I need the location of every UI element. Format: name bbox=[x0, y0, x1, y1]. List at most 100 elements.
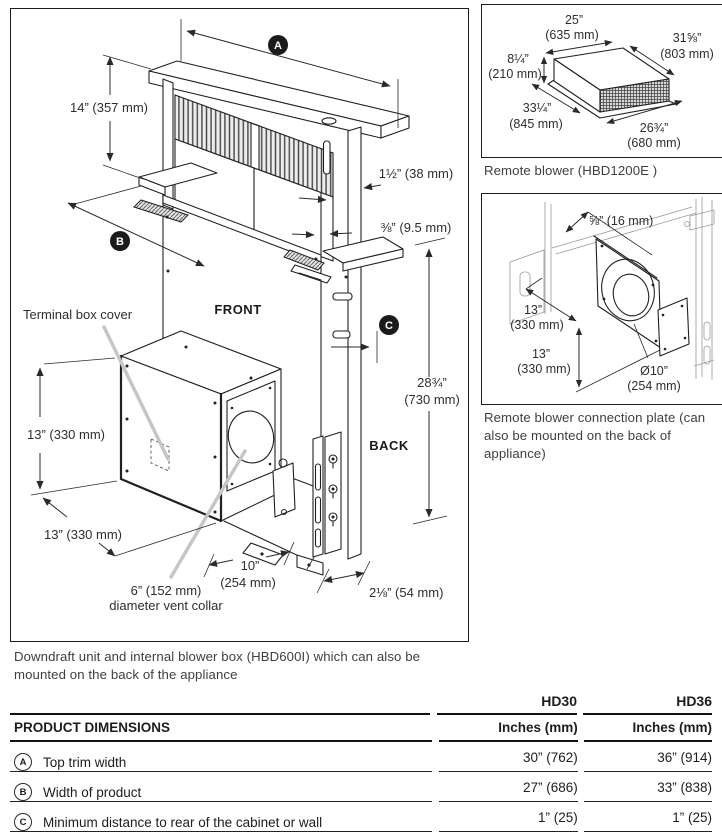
row-value-hd36: 33” (838) bbox=[583, 780, 712, 802]
downdraft-caption: Downdraft unit and internal blower box (… bbox=[14, 649, 421, 683]
svg-text:13”: 13” bbox=[524, 303, 542, 317]
junction-box bbox=[272, 458, 296, 518]
model-hd36: HD36 bbox=[583, 693, 712, 715]
callout-c: C bbox=[379, 315, 399, 335]
dim-10-label-1: 10” bbox=[241, 558, 260, 573]
connection-plate-caption: Remote blower connection plate (can also… bbox=[484, 410, 706, 462]
svg-text:Ø10”: Ø10” bbox=[640, 364, 668, 378]
downdraft-unit-figure: A 14” (357 mm) 1½” (38 mm) ⅜” (9.5 mm) B… bbox=[10, 8, 469, 642]
row-value-hd30: 27” (686) bbox=[438, 780, 578, 802]
remote-blower-figure: 25” (635 mm) 31⅝” (803 mm) 8¼” (210 mm) … bbox=[481, 4, 722, 158]
remote-blower-drawing: 25” (635 mm) 31⅝” (803 mm) 8¼” (210 mm) … bbox=[488, 13, 713, 150]
svg-text:(210 mm): (210 mm) bbox=[488, 67, 541, 81]
svg-text:8¼”: 8¼” bbox=[507, 52, 529, 66]
remote-blower-caption: Remote blower (HBD1200E ) bbox=[484, 163, 658, 178]
dim-13-depth-label: 13” (330 mm) bbox=[44, 527, 122, 542]
svg-text:A: A bbox=[274, 40, 282, 52]
svg-text:(254 mm): (254 mm) bbox=[627, 379, 680, 393]
dim-8-25in: 8¼” (210 mm) bbox=[488, 52, 548, 84]
connection-plate-drawing: ⅝” (16 mm) 13” (330 mm) 13” (330 mm) Ø10… bbox=[509, 197, 715, 393]
dim-hole: Ø10” (254 mm) bbox=[627, 323, 681, 393]
row-label: Width of product bbox=[43, 784, 142, 800]
dim-1-5-label: 1½” (38 mm) bbox=[379, 166, 453, 181]
callout-a: A bbox=[268, 35, 288, 55]
svg-text:(330 mm): (330 mm) bbox=[510, 318, 563, 332]
dim-28-75-label-1: 28¾” bbox=[417, 375, 447, 390]
right-bracket bbox=[283, 249, 325, 271]
dim-3-8in: ⅜” (9.5 mm) bbox=[291, 220, 452, 239]
dim-28-75in: 28¾” (730 mm) bbox=[404, 237, 460, 525]
terminal-box-leader bbox=[102, 325, 170, 461]
product-dimensions-table: HD30 HD36 PRODUCT DIMENSIONS Inches (mm)… bbox=[10, 690, 712, 832]
dim-26-75in: 26¾” (680 mm) bbox=[606, 99, 683, 150]
svg-text:26¾”: 26¾” bbox=[640, 121, 669, 135]
dim-2-125-label: 2⅛” (54 mm) bbox=[369, 585, 443, 600]
table-title: PRODUCT DIMENSIONS bbox=[10, 720, 432, 742]
svg-text:(680 mm): (680 mm) bbox=[627, 136, 680, 150]
vent-collar-label-2: diameter vent collar bbox=[109, 598, 223, 613]
dim-33-25in: 33¼” (845 mm) bbox=[509, 83, 581, 131]
blower-box-body bbox=[547, 47, 677, 119]
svg-text:B: B bbox=[116, 236, 124, 248]
row-mark-a: A bbox=[14, 753, 32, 771]
row-value-hd30: 1” (25) bbox=[438, 810, 578, 832]
dim-13-w: 13” (330 mm) bbox=[510, 277, 577, 332]
row-value-hd36: 36” (914) bbox=[583, 750, 712, 772]
dim-10in: 10” (254 mm) bbox=[203, 541, 295, 590]
dim-5-8in: ⅝” (16 mm) bbox=[565, 211, 654, 256]
table-row: C Minimum distance to rear of the cabine… bbox=[10, 802, 712, 832]
internal-blower-box bbox=[119, 330, 282, 523]
dim-b: B bbox=[67, 185, 205, 267]
dim-14-label: 14” (357 mm) bbox=[70, 100, 148, 115]
keyhole-bracket bbox=[324, 431, 342, 555]
dim-2-125in: 2⅛” (54 mm) bbox=[316, 560, 443, 600]
damper-slot bbox=[322, 140, 331, 175]
unit-header-hd30: Inches (mm) bbox=[438, 720, 578, 742]
dim-13-height: 13” (330 mm) bbox=[27, 357, 118, 496]
dim-c: C bbox=[331, 315, 399, 363]
svg-text:(803 mm): (803 mm) bbox=[660, 47, 713, 61]
vent-plate bbox=[226, 380, 276, 492]
dim-10-label-2: (254 mm) bbox=[220, 575, 276, 590]
terminal-box bbox=[150, 438, 170, 472]
back-label: BACK bbox=[369, 438, 409, 453]
model-hd30: HD30 bbox=[437, 693, 577, 715]
dim-a: A bbox=[180, 19, 399, 128]
model-header-row: HD30 HD36 bbox=[10, 690, 712, 715]
dim-28-75-label-2: (730 mm) bbox=[404, 392, 460, 407]
row-label: Minimum distance to rear of the cabinet … bbox=[43, 814, 323, 830]
svg-text:⅝” (16 mm): ⅝” (16 mm) bbox=[589, 214, 654, 228]
dim-25in: 25” (635 mm) bbox=[545, 13, 613, 55]
dim-13-height-label: 13” (330 mm) bbox=[27, 427, 105, 442]
svg-text:13”: 13” bbox=[532, 347, 550, 361]
svg-text:25”: 25” bbox=[565, 13, 583, 27]
side-channel bbox=[347, 126, 362, 560]
dim-3-8-label: ⅜” (9.5 mm) bbox=[381, 220, 452, 235]
svg-text:(845 mm): (845 mm) bbox=[509, 117, 562, 131]
svg-text:(635 mm): (635 mm) bbox=[545, 28, 598, 42]
connection-plate bbox=[593, 235, 690, 357]
svg-text:C: C bbox=[385, 320, 393, 332]
callout-b: B bbox=[110, 231, 130, 251]
row-mark-b: B bbox=[14, 783, 32, 801]
grille-divider bbox=[250, 122, 260, 171]
svg-text:33¼”: 33¼” bbox=[523, 101, 552, 115]
row-value-hd30: 30” (762) bbox=[438, 750, 578, 772]
svg-text:31⅝”: 31⅝” bbox=[673, 31, 702, 45]
row-label: Top trim width bbox=[43, 754, 127, 770]
vent-collar-label-1: 6” (152 mm) bbox=[131, 583, 202, 598]
connection-plate-figure: ⅝” (16 mm) 13” (330 mm) 13” (330 mm) Ø10… bbox=[481, 193, 722, 405]
side-panel bbox=[657, 297, 690, 357]
svg-text:(330 mm): (330 mm) bbox=[517, 362, 570, 376]
table-row: B Width of product 27” (686) 33” (838) bbox=[10, 772, 712, 802]
table-row: A Top trim width 30” (762) 36” (914) bbox=[10, 742, 712, 772]
row-value-hd36: 1” (25) bbox=[583, 810, 712, 832]
row-mark-c: C bbox=[14, 813, 32, 831]
dim-13-h: 13” (330 mm) bbox=[517, 327, 661, 393]
unit-header-hd36: Inches (mm) bbox=[583, 720, 712, 742]
dim-13-depth: 13” (330 mm) bbox=[42, 497, 217, 557]
downdraft-unit-drawing: A 14” (357 mm) 1½” (38 mm) ⅜” (9.5 mm) B… bbox=[23, 19, 460, 613]
dim-14in: 14” (357 mm) bbox=[70, 54, 152, 180]
terminal-box-label: Terminal box cover bbox=[23, 307, 133, 322]
